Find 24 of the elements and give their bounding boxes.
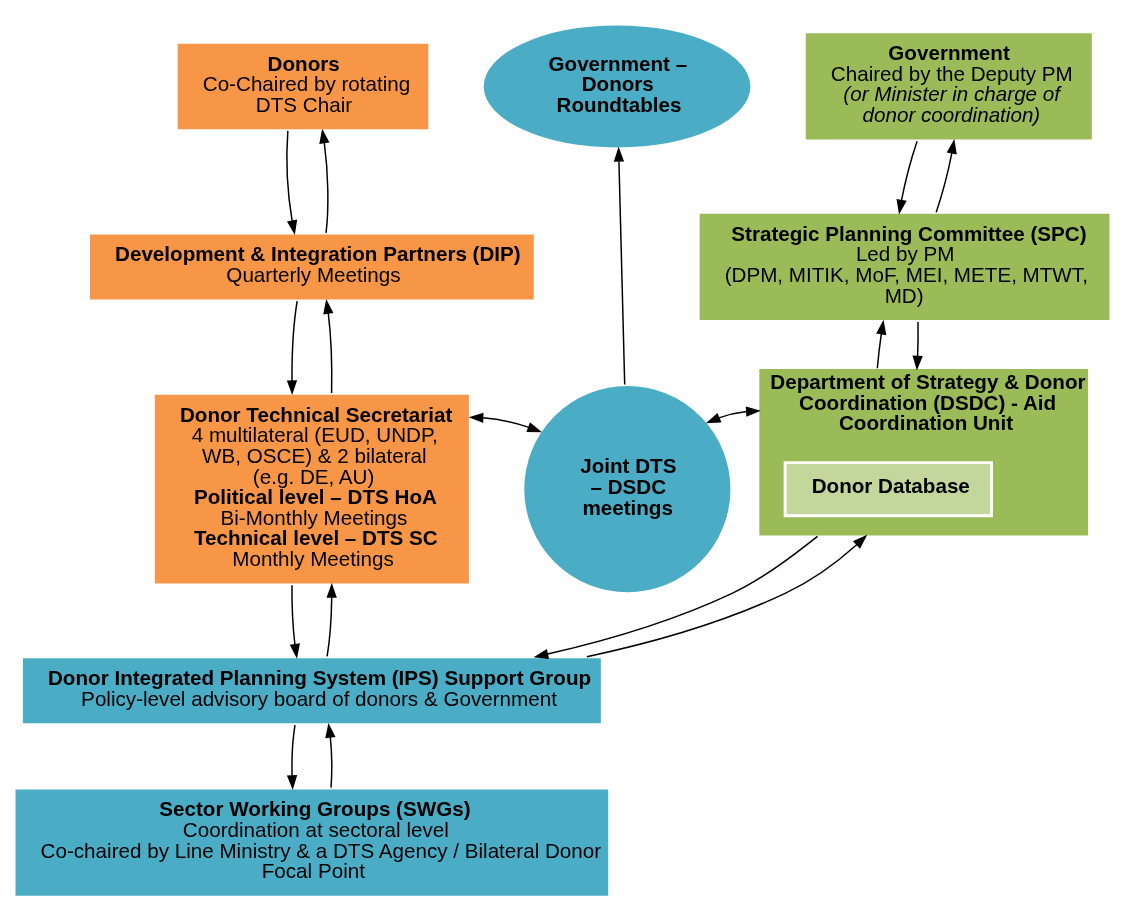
arrow — [325, 722, 336, 788]
arrow — [876, 319, 887, 369]
node-box: Sector Working Groups (SWGs) Coordination at sectoral level Co-chaired by Line Ministry & a DTS Agency / Bilateral Donor Focal Point — [12, 786, 612, 899]
arrow — [935, 138, 957, 213]
node-box: Donor Database — [783, 460, 993, 517]
node-ellipse: Government – Donors Roundtables — [480, 22, 754, 150]
arrow — [286, 724, 298, 790]
arrow — [326, 582, 337, 657]
node-box: Donors Co-Chaired by rotating DTS Chair — [174, 40, 432, 132]
arrow — [613, 146, 626, 385]
arrow — [468, 412, 543, 432]
arrow — [896, 139, 918, 214]
arrow — [912, 320, 923, 370]
arrow — [705, 405, 761, 423]
arrow — [286, 129, 298, 235]
arrow — [533, 535, 819, 659]
arrow — [289, 584, 300, 659]
arrow — [319, 128, 330, 234]
node-box: Donor Technical Secretariat 4 multilateral (EUD, UNDP, WB, OSCE) & 2 bilateral (e.g. DE, AU) Political level – DTS HoA Bi-Monthly Meetings Technical level – DTS SC Monthly Meetings — [151, 391, 472, 586]
arrow — [286, 300, 298, 395]
arrow — [586, 534, 868, 657]
node-box: Development & Integration Partners (DIP) Quarterly Meetings — [87, 231, 537, 302]
node-box: Strategic Planning Committee (SPC) Led by PM (DPM, MITIK, MoF, MEI, METE, MTWT, MD) — [696, 210, 1113, 323]
arrow — [323, 298, 334, 394]
